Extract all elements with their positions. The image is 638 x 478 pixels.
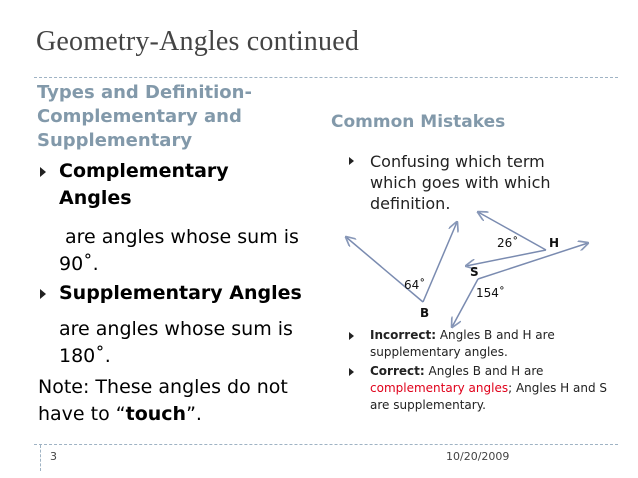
angle-s-label: S bbox=[470, 265, 479, 279]
bullet-arrow-icon bbox=[349, 332, 354, 340]
correct-label: Correct: bbox=[370, 364, 425, 378]
slide-number: 3 bbox=[50, 450, 57, 463]
left-heading: Types and Definition- Complementary and … bbox=[37, 82, 252, 151]
correct-text-2: ; Angles H and S are supplementary. bbox=[370, 381, 608, 412]
incorrect-label: Incorrect: bbox=[370, 328, 436, 342]
incorrect-text: Angles B and H are supplementary angles. bbox=[370, 328, 555, 359]
note-prefix: Note: These angles do not have to “ bbox=[38, 376, 288, 425]
note-suffix: ”. bbox=[186, 403, 202, 425]
incorrect-statement: Incorrect: Angles B and H are supplement… bbox=[370, 327, 595, 361]
right-heading: Common Mistakes bbox=[331, 112, 506, 132]
footer-vertical-divider bbox=[40, 445, 41, 471]
correct-statement: Correct: Angles B and H are complementar… bbox=[370, 363, 610, 414]
angle-s-value: 154˚ bbox=[476, 285, 505, 300]
complementary-definition: are angles whose sum is 90˚. bbox=[59, 226, 299, 275]
bullet-arrow-icon bbox=[40, 289, 46, 299]
correct-red-text: complementary angles bbox=[370, 381, 509, 395]
note-text: Note: These angles do not have to “touch… bbox=[38, 374, 313, 428]
bullet-arrow-icon bbox=[349, 368, 354, 376]
bullet-arrow-icon bbox=[349, 157, 354, 165]
angle-b bbox=[346, 222, 457, 303]
slide-date: 10/20/2009 bbox=[446, 450, 510, 463]
bullet-arrow-icon bbox=[40, 167, 46, 177]
note-emphasis: touch bbox=[125, 403, 187, 425]
angle-h-label: H bbox=[549, 236, 559, 250]
common-mistake-intro: Confusing which term which goes with whi… bbox=[370, 152, 551, 213]
correct-text-1: Angles B and H are bbox=[424, 364, 544, 378]
angle-b-value: 64˚ bbox=[404, 277, 425, 292]
footer-divider bbox=[34, 444, 618, 445]
slide-title: Geometry-Angles continued bbox=[36, 26, 360, 57]
supplementary-definition: are angles whose sum is 180˚. bbox=[59, 318, 293, 367]
supplementary-term: Supplementary Angles bbox=[59, 282, 302, 304]
angle-s bbox=[452, 243, 588, 327]
title-divider bbox=[34, 77, 618, 78]
angle-h-value: 26˚ bbox=[497, 235, 518, 250]
complementary-term: Complementary Angles bbox=[59, 160, 229, 209]
angle-b-label: B bbox=[420, 306, 429, 320]
angle-h bbox=[466, 212, 547, 266]
